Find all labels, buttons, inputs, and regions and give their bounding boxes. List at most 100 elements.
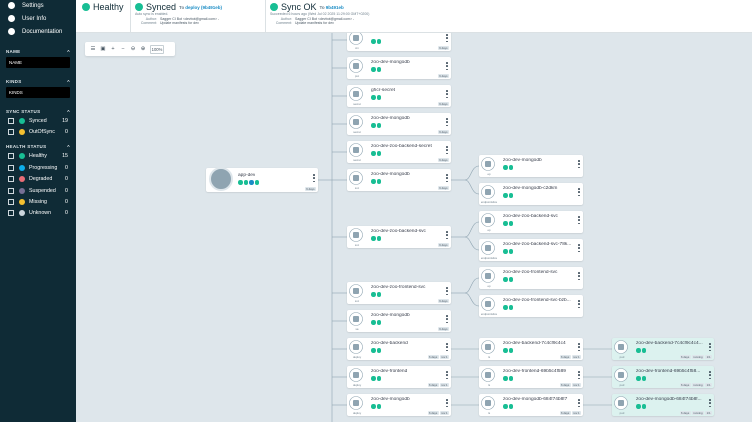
node-menu-icon[interactable] [578,272,580,280]
resource-node[interactable]: svc zoo-dev-zoo-backend-svc 6 days [347,226,451,248]
node-menu-icon[interactable] [446,343,448,351]
resource-node[interactable]: secret zoo-dev-zoo-backend-secret 6 days [347,141,451,163]
checkbox[interactable] [8,164,14,171]
node-menu-icon[interactable] [446,371,448,379]
resource-node[interactable]: ep zoo-dev-mongodb [479,155,583,177]
node-menu-icon[interactable] [446,315,448,323]
node-menu-icon[interactable] [578,244,580,252]
name-filter-header[interactable]: NAME^ [6,48,70,54]
svc-resource-icon [349,228,363,242]
node-menu-icon[interactable] [578,188,580,196]
node-menu-icon[interactable] [446,34,448,42]
resource-node[interactable]: pod zoo-dev-backend-7c4cf9c4c4... 6 days… [612,338,714,360]
checkbox[interactable] [8,176,14,183]
secret-resource-icon [349,87,363,101]
collapse-icon[interactable]: − [121,45,125,52]
node-menu-icon[interactable] [313,174,315,182]
zoom-out-icon[interactable]: ⊖ [130,45,136,52]
node-menu-icon[interactable] [446,287,448,295]
resource-node[interactable]: endpointslice zoo-dev-zoo-backend-svc-78… [479,239,583,261]
heart-icon [371,320,376,325]
sync-check-icon [508,376,513,381]
heart-icon [371,39,376,44]
nav-documentation[interactable]: Documentation [0,25,76,38]
app-node[interactable]: app-dev 6 days [206,167,318,192]
node-menu-icon[interactable] [578,371,580,379]
node-menu-icon[interactable] [446,231,448,239]
node-menu-icon[interactable] [446,118,448,126]
svc-resource-icon [349,171,363,185]
operation-revision[interactable]: 9b491eb [325,4,344,10]
image-icon[interactable]: ▣ [100,45,106,52]
checkbox[interactable] [8,210,14,217]
refresh-icon[interactable] [254,180,259,185]
resource-tree-canvas[interactable]: ☰ ▣ + − ⊖ ⊕ 100% app-dev 6 days cm 6 day… [76,33,752,422]
pod-resource-icon [614,396,628,410]
node-menu-icon[interactable] [578,300,580,308]
sync-status-header[interactable]: SYNC STATUS^ [6,108,70,114]
resource-node[interactable]: secret zoo-dev-mongodb 6 days [347,113,451,135]
nav-settings[interactable]: Settings [0,0,76,12]
name-filter-input[interactable]: NAME [6,57,70,68]
node-menu-icon[interactable] [709,371,711,379]
node-menu-icon[interactable] [578,343,580,351]
resource-node[interactable]: endpointslice zoo-dev-zoo-frontend-svc-b… [479,295,583,317]
kinds-filter-input[interactable]: KINDS [6,87,70,98]
resource-node[interactable]: sa zoo-dev-mongodb 6 days [347,310,451,332]
resource-node[interactable]: ep zoo-dev-zoo-frontend-svc [479,267,583,289]
sync-check-icon [508,193,513,198]
checkbox[interactable] [8,187,14,194]
resource-kind: endpointslice [480,256,498,260]
node-menu-icon[interactable] [446,399,448,407]
checkbox[interactable] [8,153,14,160]
node-menu-icon[interactable] [446,174,448,182]
node-menu-icon[interactable] [446,62,448,70]
resource-status [503,376,514,381]
filter-icon[interactable]: ☰ [90,45,96,52]
health-status-header[interactable]: HEALTH STATUS^ [6,144,70,150]
zoom-in-icon[interactable]: ⊕ [140,45,146,52]
external-link-icon[interactable] [249,180,254,185]
resource-node[interactable]: svc zoo-dev-zoo-frontend-svc 6 days [347,282,451,304]
node-menu-icon[interactable] [446,146,448,154]
resource-node[interactable]: endpointslice zoo-dev-mongodb-c2dkm [479,183,583,205]
checkbox[interactable] [8,117,14,124]
resource-node[interactable]: cm 6 days [347,33,451,51]
resource-node[interactable]: ep zoo-dev-zoo-backend-svc [479,211,583,233]
node-menu-icon[interactable] [446,90,448,98]
kinds-filter-header[interactable]: KINDS^ [6,78,70,84]
resource-node[interactable]: svc zoo-dev-mongodb 6 days [347,169,451,191]
app-name: app-dev [238,173,256,178]
node-menu-icon[interactable] [578,216,580,224]
expand-icon[interactable]: + [111,45,115,52]
resource-node[interactable]: pod zoo-dev-frontend-69b5c4f58... 6 days… [612,366,714,388]
checkbox[interactable] [8,199,14,206]
node-menu-icon[interactable] [578,399,580,407]
node-menu-icon[interactable] [709,399,711,407]
node-menu-icon[interactable] [578,160,580,168]
zoom-level[interactable]: 100% [150,44,164,54]
resource-node[interactable]: secret ghcr-secret 6 days [347,85,451,107]
sync-revision[interactable]: deploy (9b491eb) [185,4,222,10]
resource-node[interactable]: pvc zoo-dev-mongodb 6 days [347,57,451,79]
checkbox[interactable] [8,129,14,136]
nav-user-info[interactable]: User Info [0,12,76,25]
node-menu-icon[interactable] [709,343,711,351]
resource-name: zoo-dev-mongodb-684f74b8f... [636,397,702,402]
